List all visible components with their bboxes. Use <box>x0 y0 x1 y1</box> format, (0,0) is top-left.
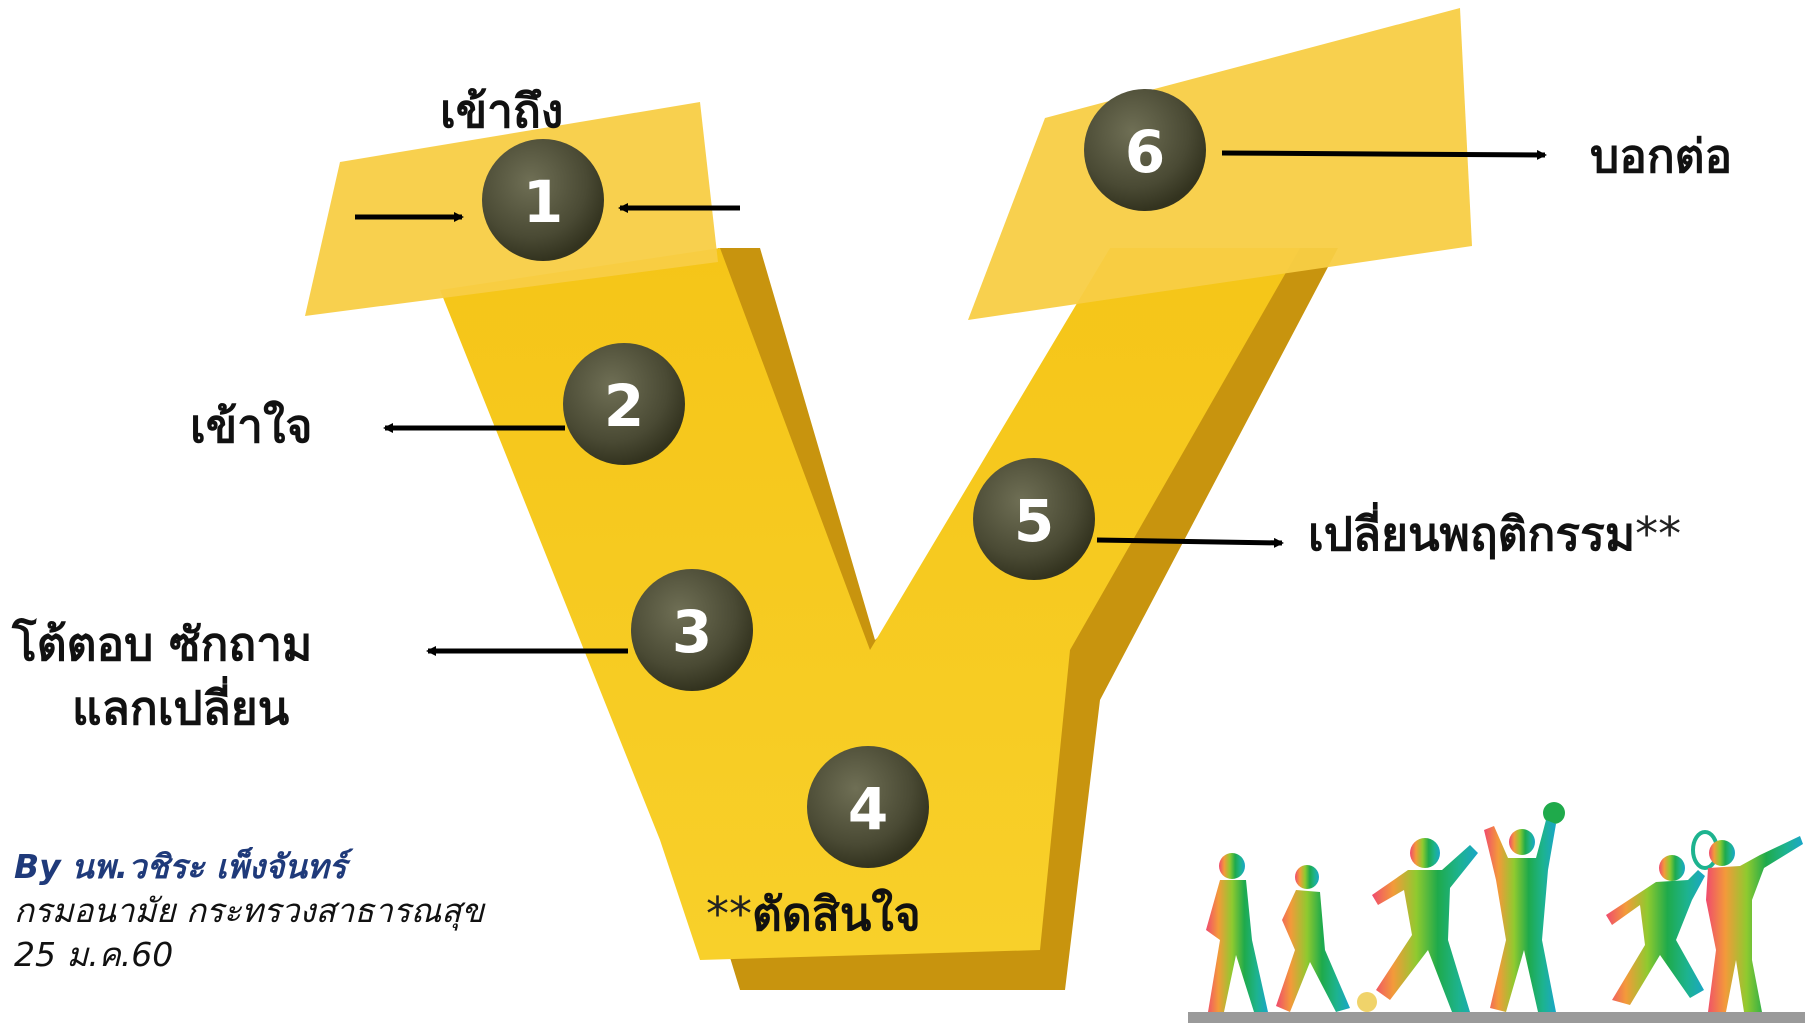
step-5-label: เปลี่ยนพฤติกรรม** <box>1308 498 1681 571</box>
step-3-circle: 3 <box>631 569 753 691</box>
credit-author: นพ.วชิระ เพ็งจันทร์ <box>71 847 347 886</box>
top-right-band <box>968 8 1472 320</box>
step-3-label-line1: โต้ตอบ ซักถาม <box>12 617 313 671</box>
sports-silhouettes-illustration <box>1188 802 1805 1023</box>
arrow-5 <box>1096 537 1284 548</box>
step-4-stars: ** <box>706 887 752 941</box>
step-2-circle: 2 <box>563 343 685 465</box>
step-1-number: 1 <box>523 168 563 236</box>
credit-block: By นพ.วชิระ เพ็งจันทร์ กรมอนามัย กระทรวง… <box>14 845 484 977</box>
step-4-circle: 4 <box>807 746 929 868</box>
credit-author-line: By นพ.วชิระ เพ็งจันทร์ <box>14 845 484 889</box>
step-5-stars: ** <box>1635 507 1682 561</box>
step-4-text: ตัดสินใจ <box>752 887 921 941</box>
credit-date: 25 ม.ค.60 <box>14 935 174 974</box>
step-3-label-line2: แลกเปลี่ยน <box>72 681 290 735</box>
step-6-label: บอกต่อ <box>1590 129 1733 183</box>
step-4-number: 4 <box>848 775 888 843</box>
step-2-label: เข้าใจ <box>190 399 313 453</box>
credit-by: By <box>14 847 61 886</box>
step-2-number: 2 <box>604 372 644 440</box>
step-4-label: **ตัดสินใจ <box>706 878 921 951</box>
step-3-number: 3 <box>672 598 712 666</box>
step-5-text: เปลี่ยนพฤติกรรม <box>1308 507 1636 561</box>
step-5-number: 5 <box>1014 487 1054 555</box>
credit-org: กรมอนามัย กระทรวงสาธารณสุข <box>14 891 484 930</box>
step-6-number: 6 <box>1125 118 1165 186</box>
step-6-circle: 6 <box>1084 89 1206 211</box>
step-1-label: เข้าถึง <box>440 84 564 138</box>
arrow-6 <box>1221 149 1547 160</box>
step-5-circle: 5 <box>973 458 1095 580</box>
step-1-circle: 1 <box>482 139 604 261</box>
